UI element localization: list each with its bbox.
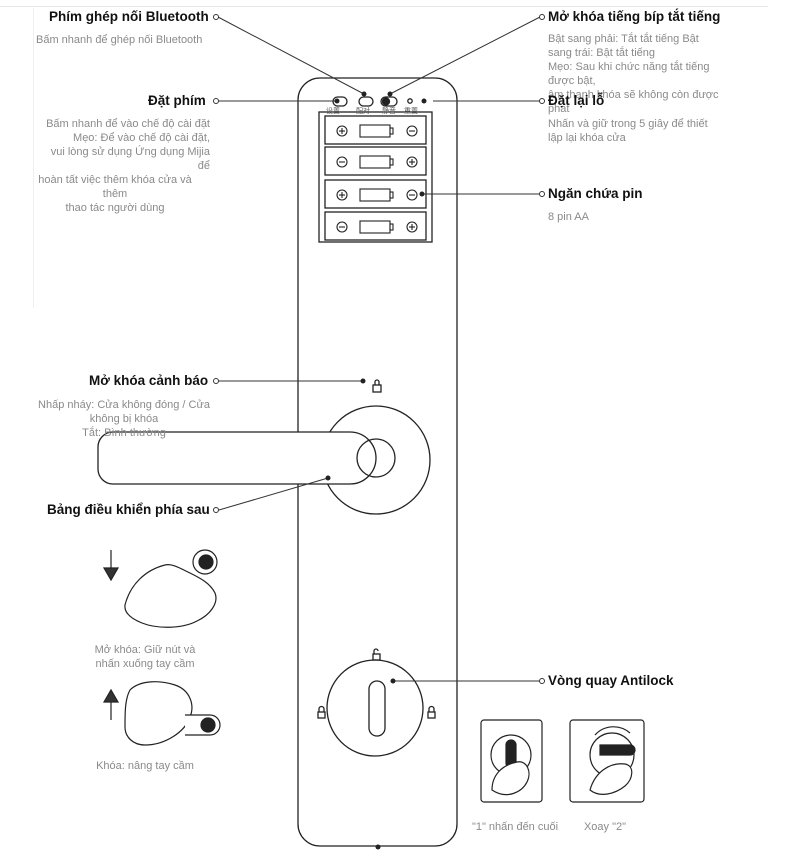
battery-row (324, 179, 427, 209)
bluetooth-button (358, 96, 374, 107)
caption-line: Mở khóa: Giữ nút và (94, 644, 196, 656)
desc-line: âm thanh khóa sẽ không còn được (548, 89, 719, 101)
battery-row (324, 115, 427, 145)
desc-line: Bấm nhanh để vào chế độ cài đặt (46, 118, 210, 130)
desc-line: 8 pin AA (548, 211, 589, 223)
battery-title: Ngăn chứa pin (548, 186, 643, 201)
hand-press-icon (124, 564, 217, 628)
panel-label-pair: 配对 (356, 108, 370, 115)
mute-title: Mở khóa tiếng bíp tắt tiếng (548, 9, 721, 24)
desc-line: Bấm nhanh để ghép nối Bluetooth (36, 34, 203, 46)
battery-row (324, 146, 427, 176)
rotate-caption: Xoay "2" (583, 821, 627, 833)
desc-line: Mẹo: Sau khi chức năng tắt tiếng (548, 61, 710, 73)
unlock-caption: Mở khóa: Giữ nút và nhấn xuống tay cầm (60, 643, 230, 671)
mute-switch (380, 96, 398, 107)
antilock-title: Vòng quay Antilock (548, 673, 674, 688)
desc-line: để (197, 160, 210, 172)
press-caption: "1" nhấn đến cuối (471, 821, 559, 833)
handle-lever (97, 431, 377, 485)
battery-desc: 8 pin AA (548, 210, 589, 224)
desc-line: phát (548, 103, 570, 115)
antilock-knob (368, 680, 386, 737)
alarm-lock-icon (372, 384, 382, 393)
set-key-title: Đặt phím (148, 93, 206, 108)
bluetooth-desc: Bấm nhanh để ghép nối Bluetooth (36, 33, 226, 47)
desc-line: thao tác người dùng (65, 202, 165, 214)
left-border (33, 8, 34, 308)
press-illustration (480, 719, 543, 803)
set-key-desc: Bấm nhanh để vào chế độ cài đặt Mẹo: Để … (20, 117, 210, 215)
desc-line: vui lòng sử dụng Ứng dụng Mijia (50, 146, 210, 158)
lock-caption: Khóa: nâng tay cầm (96, 760, 194, 772)
desc-line: được bật, (548, 75, 596, 87)
caption-line: nhấn xuống tay cầm (95, 658, 195, 670)
alarm-desc: Nhấp nháy: Cửa không đóng / Cửa không bị… (24, 398, 224, 440)
mute-desc: Bật sang phải: Tắt tắt tiếng Bật sang tr… (548, 32, 738, 116)
reset-desc: Nhấn và giữ trong 5 giây để thiết lập lạ… (548, 117, 738, 145)
battery-row (324, 211, 427, 241)
desc-line: lập lại khóa cửa (548, 132, 626, 144)
desc-line: Bật sang phải: Tắt tắt tiếng Bật (548, 33, 699, 45)
desc-line: Nhấp nháy: Cửa không đóng / Cửa (38, 399, 210, 411)
reset-title: Đặt lại lỗ (548, 93, 605, 108)
bluetooth-title: Phím ghép nối Bluetooth (49, 9, 209, 24)
desc-line: sang trái: Bật tắt tiếng (548, 47, 656, 59)
reset-hole (407, 98, 413, 104)
handle-knob (356, 438, 396, 478)
desc-line: Tắt: Bình thường (82, 427, 166, 439)
panel-label-mute: 静音 (382, 108, 396, 115)
top-border (0, 6, 768, 7)
panel-label-reset: 重置 (404, 108, 418, 115)
antilock-dial (326, 659, 424, 757)
panel-label-set: 设置 (326, 108, 340, 115)
desc-line: thêm (102, 188, 128, 200)
desc-line: hoàn tất việc thêm khóa cửa và (38, 174, 192, 186)
hand-lift-icon (124, 681, 193, 746)
desc-line: không bị khóa (89, 413, 159, 425)
battery-compartment (318, 111, 433, 243)
desc-line: Mẹo: Để vào chế độ cài đặt, (73, 132, 210, 144)
rear-panel-title: Bảng điều khiển phía sau (47, 502, 210, 517)
rotate-illustration (569, 719, 645, 803)
alarm-title: Mở khóa cảnh báo (89, 373, 209, 388)
desc-line: Nhấn và giữ trong 5 giây để thiết (548, 118, 708, 130)
